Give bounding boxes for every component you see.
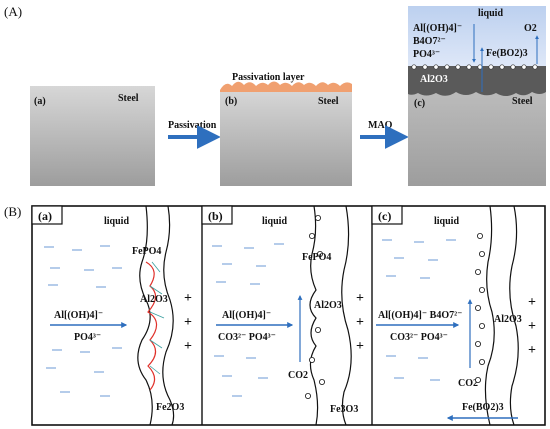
passivation-layer xyxy=(220,81,352,92)
section-b-label: (B) xyxy=(4,204,21,219)
panel-c-gas: O2 xyxy=(524,23,537,34)
b-panel-a-charge-2: + xyxy=(184,315,192,330)
b-panel-c-ions-2: CO3²⁻ PO4³⁻ xyxy=(390,332,448,343)
panel-c-product: Fe(BO2)3 xyxy=(486,48,528,59)
b-panel-c-charge-3: + xyxy=(528,343,536,358)
b-panel-c-ions-1: Al[(OH)4]⁻ B4O7²⁻ xyxy=(378,310,462,321)
al2o3-layer xyxy=(408,66,546,96)
panel-c-medium: liquid xyxy=(478,8,503,19)
b-panel-c-tag: (c) xyxy=(378,209,391,223)
b-panel-a: (a) liquid Al[(OH)4]⁻ PO4³⁻ FePO4 Al2O3 … xyxy=(31,205,192,426)
b-panel-c-charge-2: + xyxy=(528,319,536,334)
panel-c-tag: (c) xyxy=(414,98,425,109)
liquid-region xyxy=(408,6,546,68)
b-panel-b-charge-1: + xyxy=(356,291,364,306)
b-panel-a-ions-1: Al[(OH)4]⁻ xyxy=(54,310,103,321)
b-panel-a-top-product: FePO4 xyxy=(132,246,161,257)
b-panel-c-product: Fe(BO2)3 xyxy=(462,402,504,413)
panel-a-material: Steel xyxy=(118,93,139,104)
panel-c-material: Steel xyxy=(512,96,533,107)
b-panel-a-tag: (a) xyxy=(38,209,52,223)
b-panel-c-medium: liquid xyxy=(434,216,459,227)
b-panel-b-tag: (b) xyxy=(208,209,223,223)
b-panel-a-medium: liquid xyxy=(104,216,129,227)
b-panel-c-gas: CO2 xyxy=(458,378,478,389)
b-panel-b-top-product: FePO4 xyxy=(302,252,331,263)
b-panel-a-ions-2: PO4³⁻ xyxy=(74,332,101,343)
panel-a-steel: (a) Steel xyxy=(30,86,155,186)
section-b-frame xyxy=(31,205,546,426)
panel-b-tag: (b) xyxy=(225,96,237,107)
panel-c: liquid Al[(OH)4]⁻ B4O7²⁻ PO4³⁻ O2 Fe(BO2… xyxy=(408,6,546,186)
b-panel-a-charge-1: + xyxy=(184,291,192,306)
panel-c-ion-1: Al[(OH)4]⁻ xyxy=(413,23,462,34)
passivation-layer-label: Passivation layer xyxy=(232,72,305,83)
b-panel-b-oxide: Al2O3 xyxy=(314,300,342,311)
b-panel-b: (b) liquid Al[(OH)4]⁻ CO3²⁻ PO4³⁻ CO2 Fe… xyxy=(201,205,364,426)
b-panel-b-medium: liquid xyxy=(262,216,287,227)
b-panel-b-bottom-product: Fe3O3 xyxy=(330,404,358,415)
panel-c-oxide: Al2O3 xyxy=(420,74,448,85)
panel-c-ion-3: PO4³⁻ xyxy=(413,49,440,60)
arrow2-label: MAO xyxy=(368,120,393,131)
section-a-label: (A) xyxy=(4,4,22,19)
b-panel-a-bottom-product: Fe2O3 xyxy=(156,402,184,413)
b-panel-c-oxide: Al2O3 xyxy=(494,314,522,325)
b-panel-b-charge-3: + xyxy=(356,339,364,354)
panel-c-ion-2: B4O7²⁻ xyxy=(413,36,446,47)
arrow1-label: Passivation xyxy=(168,120,217,131)
panel-b-steel: Passivation layer (b) Steel xyxy=(220,72,352,186)
b-panel-b-ions-2: CO3²⁻ PO4³⁻ xyxy=(218,332,276,343)
b-panel-a-oxide: Al2O3 xyxy=(140,294,168,305)
b-panel-a-charge-3: + xyxy=(184,339,192,354)
b-panel-b-gas: CO2 xyxy=(288,370,308,381)
b-panel-c-charge-1: + xyxy=(528,295,536,310)
b-panel-b-charge-2: + xyxy=(356,315,364,330)
panel-b-material: Steel xyxy=(318,96,339,107)
b-panel-b-ions-1: Al[(OH)4]⁻ xyxy=(222,310,271,321)
panel-a-tag: (a) xyxy=(34,96,46,107)
b-panel-c: (c) liquid Al[(OH)4]⁻ B4O7²⁻ CO3²⁻ PO4³⁻… xyxy=(371,205,536,426)
